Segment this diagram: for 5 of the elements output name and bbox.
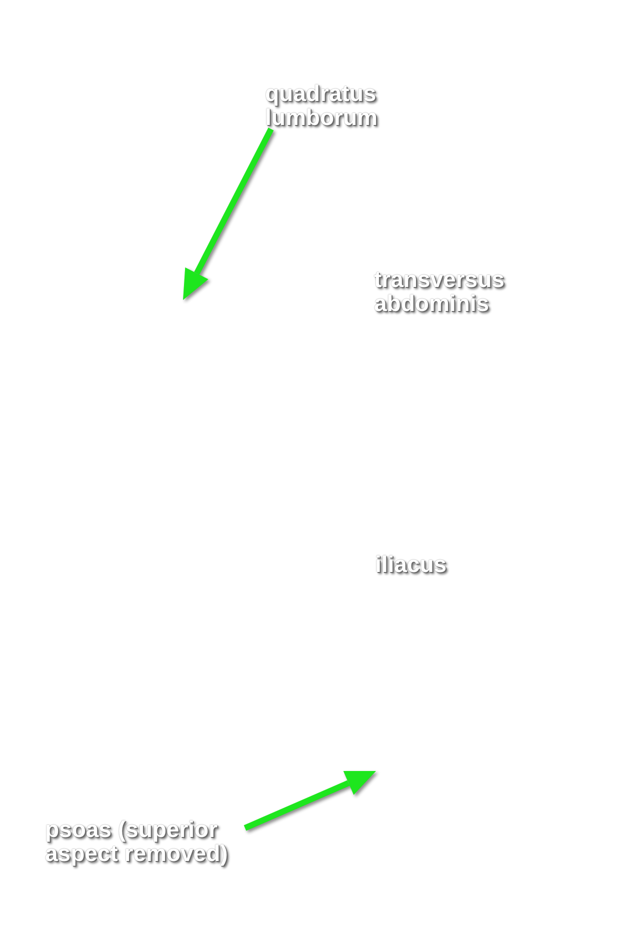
muscle-label: iliacus bbox=[375, 552, 450, 576]
muscle-label: quadratus lumborum bbox=[265, 81, 390, 129]
leader-arrow bbox=[244, 771, 376, 831]
muscle-label: transversus abdominis bbox=[374, 267, 508, 315]
leader-arrow bbox=[183, 128, 274, 300]
